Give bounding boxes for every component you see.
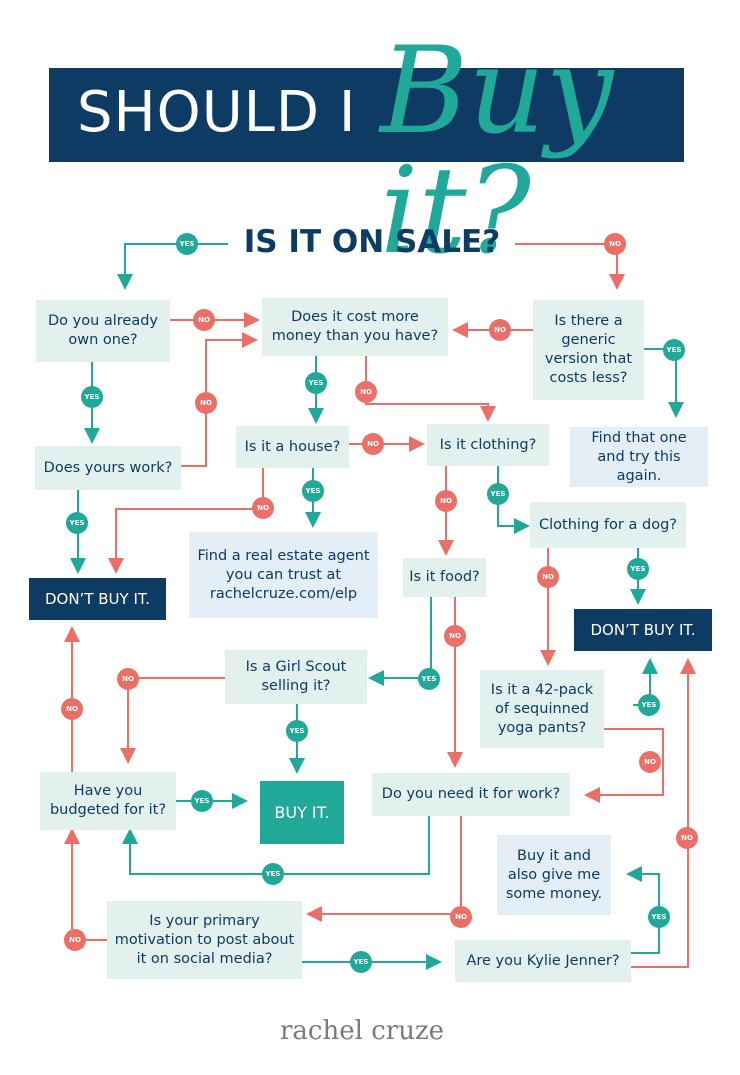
no-badge: NO	[64, 929, 86, 951]
yes-badge: YES	[487, 483, 509, 505]
yes-badge: YES	[418, 668, 440, 690]
no-badge: NO	[537, 566, 559, 588]
header-title: SHOULD I	[77, 80, 357, 145]
node-girl-scout: Is a Girl Scout selling it?	[225, 650, 367, 704]
node-budgeted: Have you budgeted for it?	[40, 772, 176, 830]
node-dog: Clothing for a dog?	[530, 502, 686, 548]
yes-badge: YES	[305, 372, 327, 394]
no-badge: NO	[435, 490, 457, 512]
no-badge: NO	[444, 625, 466, 647]
node-clothing: Is it clothing?	[427, 424, 549, 466]
node-house: Is it a house?	[236, 426, 349, 468]
yes-badge: YES	[176, 233, 198, 255]
yes-badge: YES	[286, 720, 308, 742]
node-does-work: Does yours work?	[35, 446, 181, 490]
node-cost-more: Does it cost more money than you have?	[262, 298, 448, 356]
node-buy-give: Buy it and also give me some money.	[497, 835, 611, 915]
no-badge: NO	[450, 906, 472, 928]
main-question: IS IT ON SALE?	[243, 224, 501, 260]
no-badge: NO	[362, 433, 384, 455]
brand-logo: rachel cruze	[280, 1016, 445, 1046]
no-badge: NO	[195, 392, 217, 414]
node-find-one: Find that one and try this again.	[570, 427, 708, 487]
node-already-own: Do you already own one?	[36, 300, 170, 362]
node-real-estate: Find a real estate agent you can trust a…	[189, 532, 378, 618]
no-badge: NO	[193, 309, 215, 331]
node-social: Is your primary motivation to post about…	[107, 901, 302, 979]
node-buy-it: BUY IT.	[260, 781, 344, 844]
node-dont-buy-1: DON’T BUY IT.	[29, 578, 166, 620]
no-badge: NO	[489, 319, 511, 341]
yes-badge: YES	[638, 694, 660, 716]
yes-badge: YES	[627, 558, 649, 580]
node-dont-buy-2: DON’T BUY IT.	[574, 609, 712, 651]
no-badge: NO	[61, 698, 83, 720]
no-badge: NO	[639, 751, 661, 773]
header-banner	[49, 68, 684, 162]
yes-badge: YES	[350, 951, 372, 973]
node-work: Do you need it for work?	[372, 773, 570, 816]
yes-badge: YES	[66, 512, 88, 534]
no-badge: NO	[604, 233, 626, 255]
no-badge: NO	[252, 497, 274, 519]
yes-badge: YES	[648, 906, 670, 928]
no-badge: NO	[117, 668, 139, 690]
no-badge: NO	[355, 381, 377, 403]
header-script-title: Buy it?	[380, 22, 614, 281]
node-food: Is it food?	[403, 558, 486, 597]
yes-badge: YES	[302, 480, 324, 502]
node-generic: Is there a generic version that costs le…	[533, 300, 644, 400]
no-badge: NO	[676, 827, 698, 849]
yes-badge: YES	[191, 790, 213, 812]
yes-badge: YES	[262, 863, 284, 885]
yes-badge: YES	[81, 386, 103, 408]
node-yoga: Is it a 42-pack of sequinned yoga pants?	[480, 670, 604, 748]
yes-badge: YES	[663, 339, 685, 361]
node-kylie: Are you Kylie Jenner?	[455, 940, 631, 982]
